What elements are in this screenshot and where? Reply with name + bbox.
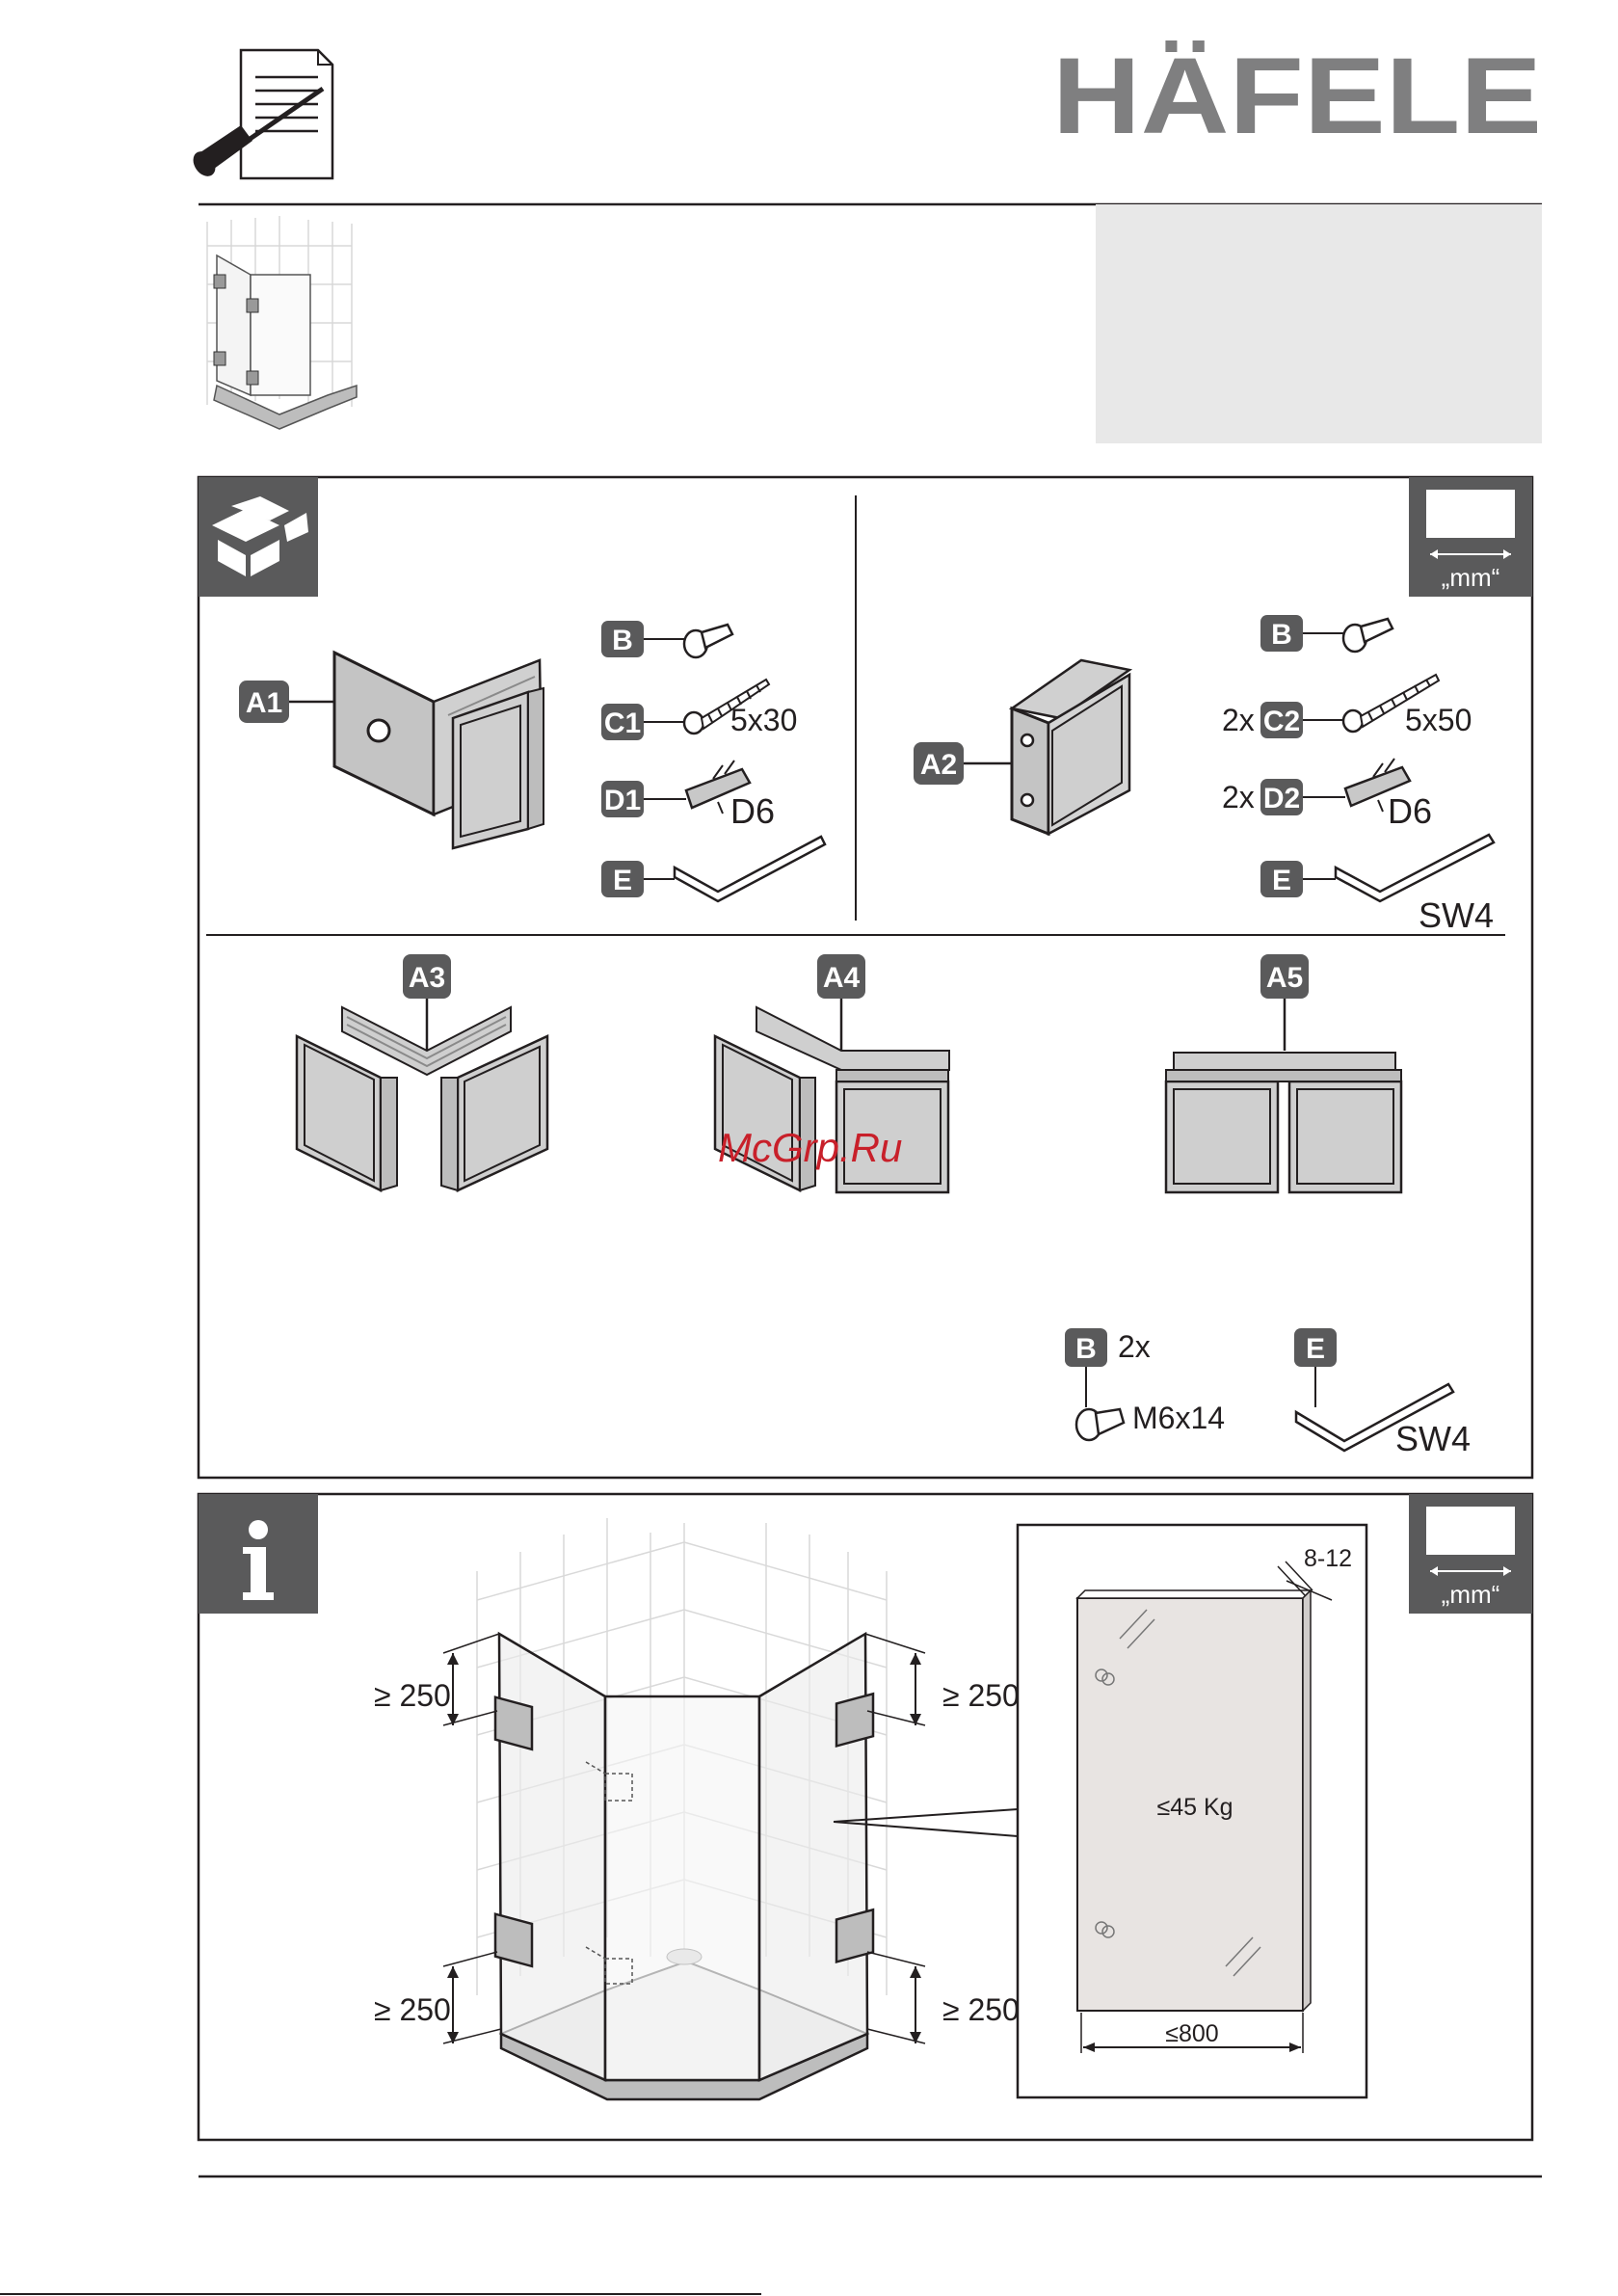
dim-bottom-left: ≥ 250 xyxy=(374,1952,501,2043)
hinge-a1-drawing xyxy=(334,653,544,848)
badge-a1: A1 xyxy=(239,681,335,723)
hinge-a2-drawing xyxy=(1012,660,1129,834)
svg-text:SW4: SW4 xyxy=(1419,895,1494,935)
svg-text:5x50: 5x50 xyxy=(1405,703,1472,737)
svg-text:B: B xyxy=(612,625,633,656)
screw-b-kit2: B xyxy=(1260,615,1393,652)
svg-text:SW4: SW4 xyxy=(1395,1419,1471,1458)
allen-key-e-kit2: E SW4 xyxy=(1260,835,1494,935)
svg-text:C1: C1 xyxy=(604,707,641,739)
svg-text:≤45 Kg: ≤45 Kg xyxy=(1156,1794,1233,1821)
connector-a3: A3 xyxy=(297,954,547,1190)
svg-text:B: B xyxy=(1271,619,1292,651)
svg-text:D2: D2 xyxy=(1263,783,1300,814)
svg-text:A1: A1 xyxy=(246,687,282,719)
svg-text:≤800: ≤800 xyxy=(1165,2020,1218,2047)
svg-text:≥ 250: ≥ 250 xyxy=(942,1678,1020,1713)
svg-text:E: E xyxy=(1306,1333,1325,1365)
svg-text:D6: D6 xyxy=(1388,791,1432,831)
wall-screw-c1: C1 5x30 xyxy=(601,680,797,740)
svg-text:D6: D6 xyxy=(730,791,775,831)
svg-text:A5: A5 xyxy=(1266,962,1303,994)
mm-label-info: „mm“ xyxy=(1442,1580,1500,1609)
svg-text:B: B xyxy=(1075,1333,1097,1365)
dowel-d1: D1 D6 xyxy=(601,761,775,831)
glass-detail-callout: ≤45 Kg ≤800 8-12 xyxy=(834,1525,1366,2097)
shower-preview-glass xyxy=(214,255,357,429)
svg-text:2x: 2x xyxy=(1222,703,1255,737)
svg-text:2x: 2x xyxy=(1118,1329,1151,1364)
manual-screwdriver-icon xyxy=(189,50,332,180)
dim-top-right: ≥ 250 xyxy=(865,1634,1020,1725)
allen-key-e-bottom: E SW4 xyxy=(1294,1328,1471,1458)
svg-text:A3: A3 xyxy=(409,962,445,994)
svg-text:A4: A4 xyxy=(823,962,861,994)
svg-text:C2: C2 xyxy=(1263,706,1300,737)
svg-text:2x: 2x xyxy=(1222,780,1255,814)
brand-logo: HÄFELE xyxy=(1052,36,1542,156)
allen-key-e-kit1: E xyxy=(601,837,825,901)
badge-a2: A2 xyxy=(914,742,1012,785)
wall-screw-c2: 2x C2 5x50 xyxy=(1222,675,1472,738)
mm-units-icon-info: „mm“ xyxy=(1409,1494,1532,1614)
svg-text:A2: A2 xyxy=(920,749,957,781)
connector-a5: A5 xyxy=(1166,954,1401,1192)
screw-b-kit1: B xyxy=(601,621,732,657)
watermark-text: McGrp.Ru xyxy=(718,1125,902,1170)
svg-text:E: E xyxy=(613,865,632,896)
dim-bottom-right: ≥ 250 xyxy=(867,1952,1020,2043)
svg-text:M6x14: M6x14 xyxy=(1132,1401,1225,1435)
screw-b-bottom: B 2x M6x14 xyxy=(1065,1328,1225,1440)
svg-text:≥ 250: ≥ 250 xyxy=(374,1992,451,2027)
svg-text:8-12: 8-12 xyxy=(1304,1545,1352,1572)
svg-text:D1: D1 xyxy=(604,785,641,816)
info-icon xyxy=(199,1494,318,1614)
shower-glass-panels xyxy=(499,1634,867,2080)
mm-label: „mm“ xyxy=(1442,563,1500,592)
svg-text:5x30: 5x30 xyxy=(730,703,797,737)
grey-info-box xyxy=(1096,204,1542,443)
svg-text:≥ 250: ≥ 250 xyxy=(942,1992,1020,2027)
mm-units-icon-parts: „mm“ xyxy=(1409,477,1532,597)
dim-top-left: ≥ 250 xyxy=(374,1634,499,1725)
svg-text:≥ 250: ≥ 250 xyxy=(374,1678,451,1713)
svg-text:E: E xyxy=(1272,865,1291,896)
package-box-icon xyxy=(199,477,318,597)
dowel-d2: 2x D2 D6 xyxy=(1222,759,1432,831)
